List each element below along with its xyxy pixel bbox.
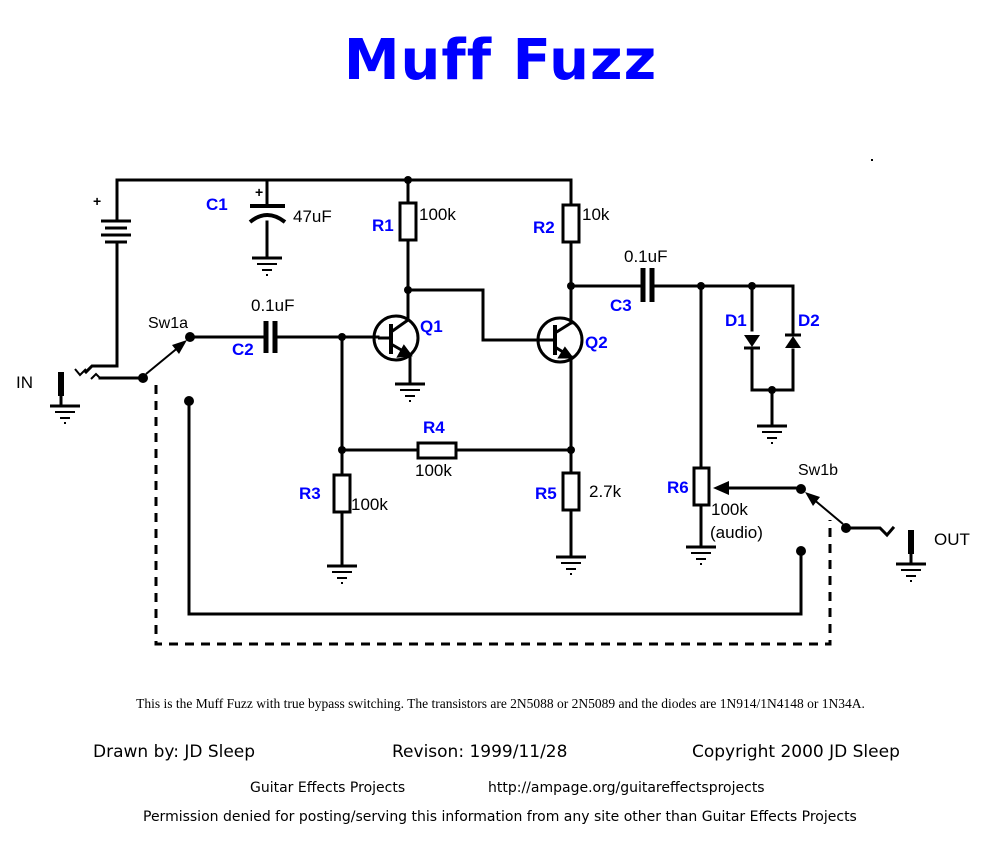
r6-wiper-arrow xyxy=(713,481,729,495)
site-name: Guitar Effects Projects xyxy=(250,780,406,796)
r2-ref: R2 xyxy=(533,218,555,237)
output-jack-icon xyxy=(908,530,914,563)
r6-symbol xyxy=(692,466,711,507)
output-label: OUT xyxy=(934,530,970,549)
battery-polarity: + xyxy=(93,193,101,209)
wire-diodes-bottom xyxy=(750,346,795,392)
c3-ref: C3 xyxy=(610,296,632,315)
site-url[interactable]: http://ampage.org/guitareffectsprojects xyxy=(488,780,765,796)
input-jack-icon xyxy=(58,368,101,405)
d1-ref: D1 xyxy=(725,311,747,330)
c1-polarity: + xyxy=(255,184,263,200)
c1-symbol xyxy=(248,204,287,224)
r3-ref: R3 xyxy=(299,484,321,503)
r2-symbol xyxy=(561,203,581,244)
ground-icon xyxy=(325,564,359,585)
sw1a-symbol[interactable] xyxy=(138,332,195,406)
sw1b-ref: Sw1b xyxy=(798,462,838,479)
sw1b-symbol[interactable] xyxy=(796,484,851,556)
r1-symbol xyxy=(398,201,418,242)
c1-ref: C1 xyxy=(206,195,228,214)
stray-mark xyxy=(871,159,873,161)
junctions xyxy=(338,176,776,454)
d1-symbol xyxy=(744,335,760,350)
drawn-by: Drawn by: JD Sleep xyxy=(93,742,256,762)
switch-link-dashed xyxy=(154,385,832,646)
wire-bypass xyxy=(187,400,803,616)
wire-in-jack xyxy=(83,364,119,375)
q1-ref: Q1 xyxy=(420,317,443,336)
r1-ref: R1 xyxy=(372,216,394,235)
r5-value: 2.7k xyxy=(589,482,622,501)
r1-value: 100k xyxy=(419,205,456,224)
r5-symbol xyxy=(561,471,581,512)
c3-symbol xyxy=(640,268,655,302)
wire-sw1b-out xyxy=(845,525,896,538)
r2-value: 10k xyxy=(582,205,610,224)
ground-icon xyxy=(894,562,928,583)
q2-ref: Q2 xyxy=(585,333,608,352)
ground-icon xyxy=(393,382,427,403)
c1-value: 47uF xyxy=(293,207,332,226)
r5-ref: R5 xyxy=(535,484,557,503)
ground-icon xyxy=(554,555,588,576)
schematic-title: Muff Fuzz xyxy=(343,28,658,93)
ground-icon xyxy=(755,424,789,445)
ground-icon xyxy=(48,404,82,425)
r4-ref: R4 xyxy=(423,418,445,437)
r4-symbol xyxy=(416,441,458,460)
wire-top-rail xyxy=(115,178,573,207)
ground-icon xyxy=(250,256,284,277)
d2-symbol xyxy=(785,333,801,348)
c2-value: 0.1uF xyxy=(251,296,294,315)
wire-c3-right xyxy=(653,284,795,337)
c2-symbol xyxy=(263,321,278,353)
copyright: Copyright 2000 JD Sleep xyxy=(692,742,900,762)
c2-ref: C2 xyxy=(232,340,254,359)
input-label: IN xyxy=(16,373,33,392)
r3-value: 100k xyxy=(351,495,388,514)
r3-symbol xyxy=(332,473,352,514)
c3-value: 0.1uF xyxy=(624,247,667,266)
r6-ref: R6 xyxy=(667,478,689,497)
battery-symbol xyxy=(101,219,131,244)
description-note: This is the Muff Fuzz with true bypass s… xyxy=(136,696,865,711)
q2-symbol xyxy=(536,316,584,364)
r6-taper: (audio) xyxy=(710,523,763,542)
r6-value: 100k xyxy=(711,500,748,519)
q1-symbol xyxy=(372,314,420,362)
sw1a-ref: Sw1a xyxy=(148,315,188,332)
r4-value: 100k xyxy=(415,461,452,480)
revision: Revison: 1999/11/28 xyxy=(392,742,568,762)
wire-q1-collector-to-q2-base xyxy=(406,288,540,342)
d2-ref: D2 xyxy=(798,311,820,330)
permission-notice: Permission denied for posting/serving th… xyxy=(143,809,857,825)
ground-icon xyxy=(684,545,718,566)
